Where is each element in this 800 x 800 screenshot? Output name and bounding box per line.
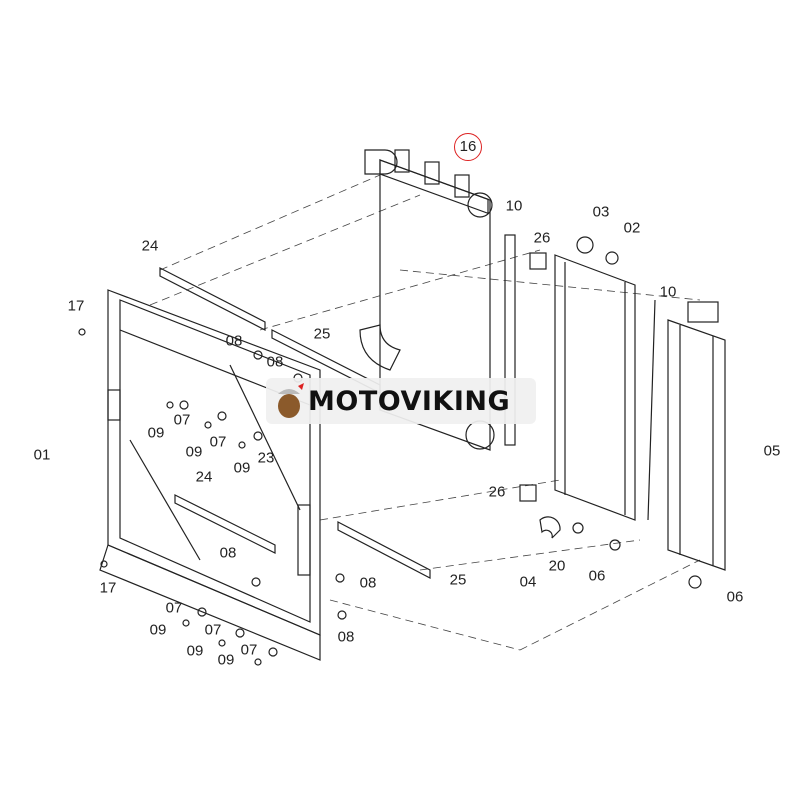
radiator-part-16 [359, 149, 495, 451]
part-label[interactable]: 23 [257, 449, 275, 467]
part-label[interactable]: 20 [548, 557, 566, 575]
intercooler-part-05 [667, 301, 726, 589]
part-label[interactable]: 09 [149, 621, 167, 639]
part-label[interactable]: 17 [99, 579, 117, 597]
part-label[interactable]: 24 [195, 468, 213, 486]
viking-logo-icon [278, 383, 304, 418]
part-label[interactable]: 06 [726, 588, 744, 606]
part-label[interactable]: 05 [763, 442, 781, 460]
part-label[interactable]: 07 [173, 411, 191, 429]
part-label[interactable]: 25 [449, 571, 467, 589]
part-label[interactable]: 06 [588, 567, 606, 585]
cooler-part-02 [519, 236, 636, 521]
part-label[interactable]: 09 [147, 424, 165, 442]
part-label[interactable]: 26 [488, 483, 506, 501]
part-label[interactable]: 07 [165, 599, 183, 617]
side-strips [504, 234, 656, 521]
part-label[interactable]: 09 [186, 642, 204, 660]
part-label[interactable]: 08 [266, 353, 284, 371]
part-label-16[interactable]: 16 [454, 133, 482, 161]
part-label[interactable]: 24 [141, 237, 159, 255]
part-label[interactable]: 02 [623, 219, 641, 237]
part-label[interactable]: 26 [533, 229, 551, 247]
part-label[interactable]: 08 [337, 628, 355, 646]
part-label[interactable]: 07 [240, 641, 258, 659]
part-label[interactable]: 08 [359, 574, 377, 592]
part-label[interactable]: 07 [209, 433, 227, 451]
part-label[interactable]: 03 [592, 203, 610, 221]
part-label[interactable]: 09 [185, 443, 203, 461]
part-label[interactable]: 25 [313, 325, 331, 343]
part-label[interactable]: 09 [233, 459, 251, 477]
part-label[interactable]: 17 [67, 297, 85, 315]
part-label[interactable]: 07 [204, 621, 222, 639]
part-label[interactable]: 09 [217, 651, 235, 669]
part-label[interactable]: 10 [659, 283, 677, 301]
part-label[interactable]: 01 [33, 446, 51, 464]
watermark: MOTOVIKING [266, 378, 536, 424]
part-label[interactable]: 08 [225, 332, 243, 350]
watermark-text: MOTOVIKING [308, 385, 511, 417]
part-label[interactable]: 10 [505, 197, 523, 215]
part-label[interactable]: 08 [219, 544, 237, 562]
part-label[interactable]: 04 [519, 573, 537, 591]
